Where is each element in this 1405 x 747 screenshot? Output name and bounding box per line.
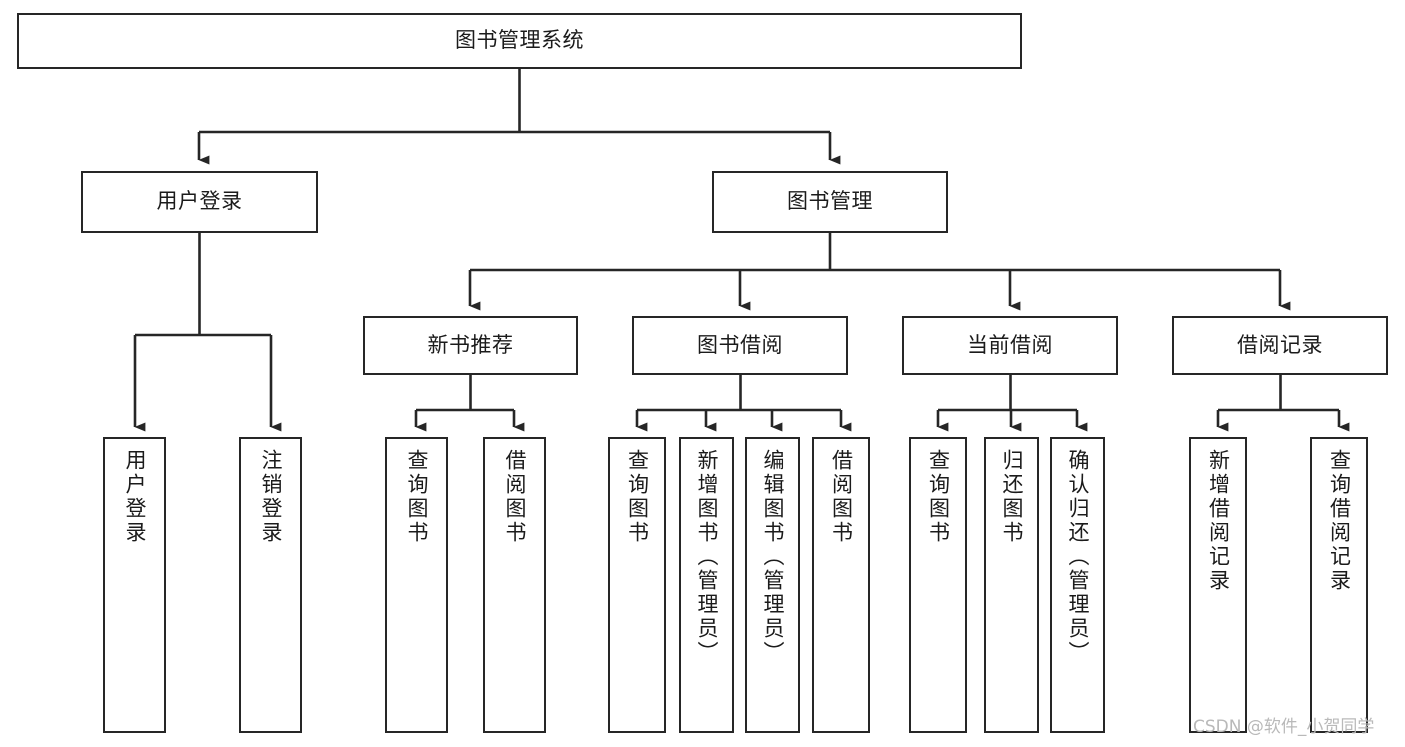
node-new-book-recommend[interactable]: 新书推荐 xyxy=(363,316,578,375)
node-book-manage[interactable]: 图书管理 xyxy=(712,171,948,233)
node-leaf-borrow-book-1-label: 借阅图书 xyxy=(503,449,527,545)
node-leaf-query-book-2[interactable]: 查询图书 xyxy=(608,437,666,733)
node-leaf-return-book[interactable]: 归还图书 xyxy=(984,437,1039,733)
node-leaf-query-borrow-record-label: 查询借阅记录 xyxy=(1327,449,1352,593)
node-leaf-query-book-1-label: 查询图书 xyxy=(405,449,429,545)
node-book-manage-label: 图书管理 xyxy=(787,189,873,214)
node-leaf-query-book-1[interactable]: 查询图书 xyxy=(385,437,448,733)
node-leaf-edit-book-admin[interactable]: 编辑图书（管理员） xyxy=(745,437,800,733)
node-book-borrow-label: 图书借阅 xyxy=(697,332,783,357)
node-leaf-edit-book-admin-label: 编辑图书（管理员） xyxy=(761,449,785,665)
csdn-watermark: CSDN @软件_小贺同学 xyxy=(1193,717,1375,737)
node-current-borrow-label: 当前借阅 xyxy=(967,332,1053,357)
node-user-login-label: 用户登录 xyxy=(156,189,243,214)
node-borrow-record[interactable]: 借阅记录 xyxy=(1172,316,1388,375)
node-leaf-user-logout-label: 注销登录 xyxy=(259,449,283,545)
node-book-borrow[interactable]: 图书借阅 xyxy=(632,316,848,375)
node-leaf-borrow-book-1[interactable]: 借阅图书 xyxy=(483,437,546,733)
node-leaf-query-book-2-label: 查询图书 xyxy=(625,449,650,545)
node-leaf-add-borrow-record-label: 新增借阅记录 xyxy=(1206,449,1231,593)
node-leaf-query-borrow-record[interactable]: 查询借阅记录 xyxy=(1310,437,1368,733)
node-root-label: 图书管理系统 xyxy=(455,28,584,53)
node-leaf-query-book-3[interactable]: 查询图书 xyxy=(909,437,967,733)
node-leaf-user-logout[interactable]: 注销登录 xyxy=(239,437,302,733)
node-leaf-borrow-book-2[interactable]: 借阅图书 xyxy=(812,437,870,733)
node-leaf-add-book-admin[interactable]: 新增图书（管理员） xyxy=(679,437,734,733)
node-leaf-confirm-return-admin[interactable]: 确认归还（管理员） xyxy=(1050,437,1105,733)
node-leaf-confirm-return-admin-label: 确认归还（管理员） xyxy=(1066,449,1090,665)
node-leaf-return-book-label: 归还图书 xyxy=(1000,449,1024,545)
node-borrow-record-label: 借阅记录 xyxy=(1237,332,1323,357)
node-leaf-user-login[interactable]: 用户登录 xyxy=(103,437,166,733)
node-current-borrow[interactable]: 当前借阅 xyxy=(902,316,1118,375)
node-new-book-recommend-label: 新书推荐 xyxy=(427,332,514,357)
node-leaf-user-login-label: 用户登录 xyxy=(123,449,147,545)
node-user-login[interactable]: 用户登录 xyxy=(81,171,318,233)
node-leaf-query-book-3-label: 查询图书 xyxy=(926,449,951,545)
node-root[interactable]: 图书管理系统 xyxy=(17,13,1022,69)
node-leaf-add-borrow-record[interactable]: 新增借阅记录 xyxy=(1189,437,1247,733)
node-leaf-add-book-admin-label: 新增图书（管理员） xyxy=(695,449,719,665)
node-leaf-borrow-book-2-label: 借阅图书 xyxy=(829,449,854,545)
